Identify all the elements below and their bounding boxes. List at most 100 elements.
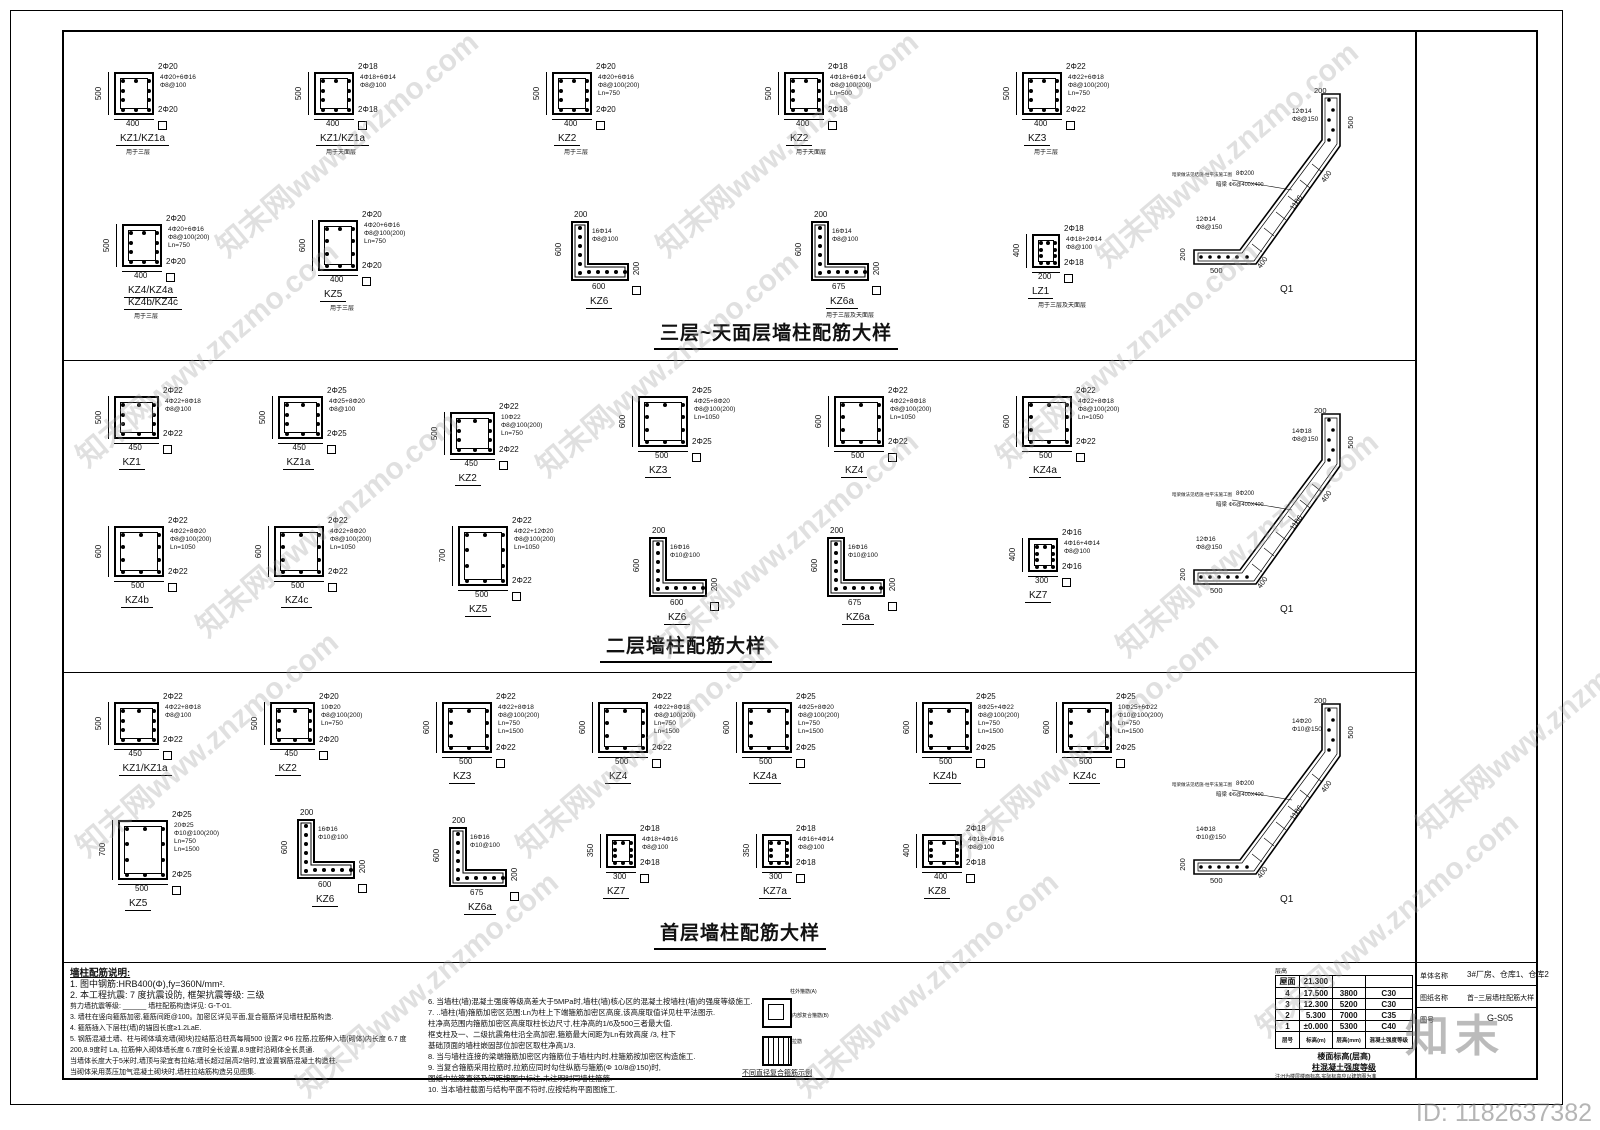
column-stirrup — [324, 226, 352, 265]
column-stirrup — [456, 418, 489, 449]
rebar-spec-line: 10Φ20 — [321, 704, 341, 711]
sample-inner-stirrup — [768, 1004, 784, 1020]
section-mark-icon — [796, 874, 805, 883]
rebar-spec-line: 16Φ14 — [592, 228, 612, 235]
level-col-label: 混凝土强度等级 — [1364, 1031, 1414, 1049]
rebar-dot — [351, 251, 355, 256]
rebar-dot — [488, 419, 492, 423]
rebar-dot — [1208, 575, 1212, 579]
watermark-id: ID: 1182637382 — [1415, 1099, 1592, 1127]
note-line: 9. 当复合箍筋采用拉筋时,拉筋应同时勾住纵筋与箍筋(Φ 10/8@150)时, — [428, 1063, 661, 1072]
rebar-spec-line: Φ8@100(200) — [654, 712, 696, 719]
rebar-dot — [1226, 255, 1230, 259]
top-rebar-label: 2Φ16 — [1062, 528, 1082, 537]
note-line: 8. 当与墙柱连接的梁端箍筋加密区内箍筋位于墙柱内时,柱箍筋按加密区构造施工. — [428, 1052, 696, 1061]
rebar-dot — [139, 570, 143, 574]
height-dimension-line — [108, 702, 109, 745]
rebar-dot — [791, 108, 795, 112]
rebar-spec-line: Φ8@100(200) — [498, 712, 540, 719]
rebar-spec-line: 4Φ16+4Φ14 — [1064, 540, 1100, 547]
level-table-footer-2: 柱混凝土强度等级 — [1312, 1063, 1376, 1072]
section-title-ground: 首层墙柱配筋大样 — [653, 918, 827, 950]
rebar-dot — [488, 438, 492, 443]
wall-spec-line: 12Φ14 — [1292, 108, 1312, 115]
rebar-dot — [317, 545, 321, 550]
flange-dimension: 200 — [632, 261, 642, 276]
l-column-stirrup — [300, 822, 352, 876]
width-dimension-line — [122, 271, 162, 272]
rebar-dot — [299, 570, 303, 574]
rebar-dot — [331, 868, 335, 872]
rebar-dot — [338, 264, 342, 268]
height-dimension: 500 — [94, 86, 104, 100]
tie-line — [1311, 483, 1323, 493]
height-dimension-line — [1026, 234, 1027, 268]
bottom-rebar-label: 2Φ25 — [172, 870, 192, 879]
tie-line — [1275, 211, 1287, 221]
rebar-dot — [465, 876, 469, 880]
hidden-beam-note: 暗梁做法见结施-柱平法施工图 — [1172, 782, 1232, 787]
column-stirrup — [276, 708, 309, 739]
rebar-dot — [1087, 709, 1091, 713]
rebar-spec-line: 4Φ18+4Φ16 — [642, 836, 678, 843]
rebar-dot — [1327, 458, 1331, 462]
tie-line — [1263, 547, 1275, 557]
column-section — [1028, 538, 1058, 572]
height-dimension-line — [108, 526, 109, 577]
level-cell: 17.500 — [1298, 987, 1333, 999]
rebar-dot — [456, 832, 460, 836]
rebar-spec-line: Ln=1500 — [498, 728, 524, 735]
rebar-spec-line: Φ8@100(200) — [694, 406, 736, 413]
rebar-dot — [334, 79, 338, 83]
column-label: KZ1 — [118, 457, 146, 470]
rebar-dot — [1208, 255, 1212, 259]
rebar-spec-line: Ln=750 — [168, 242, 190, 249]
top-rebar-label: 2Φ20 — [158, 62, 178, 71]
level-cell: 7000 — [1331, 1009, 1366, 1021]
rebar-dot — [749, 709, 753, 713]
rebar-dot — [947, 746, 951, 750]
l-column-shape — [297, 819, 355, 879]
rebar-dot — [817, 88, 821, 93]
width-dimension-line — [606, 872, 636, 873]
rebar-spec-line: Ln=1500 — [1118, 728, 1144, 735]
top-rebar-label: 2Φ25 — [1116, 692, 1136, 701]
column-label: KZ5 — [319, 289, 347, 302]
level-cell: 21.300 — [1298, 975, 1333, 988]
height-dimension-line — [452, 526, 453, 586]
height-dimension: 600 — [618, 414, 628, 428]
rebar-dot — [465, 579, 469, 583]
rebar-dot — [681, 403, 685, 407]
rebar-dot — [836, 270, 840, 274]
top-rebar-label: 2Φ22 — [499, 402, 519, 411]
sample-outer-stirrup — [762, 998, 792, 1028]
rebar-dot — [316, 403, 320, 407]
rebar-dot — [121, 718, 125, 723]
rebar-dot — [1327, 118, 1331, 122]
rebar-spec-line: Φ8@100(200) — [168, 234, 210, 241]
height-dimension: 500 — [430, 426, 440, 440]
leader-line — [1231, 499, 1293, 511]
width-dimension: 300 — [1035, 576, 1049, 585]
rebar-dot — [605, 270, 609, 274]
rebar-spec-line: Φ8@100 — [832, 236, 859, 243]
top-rebar-label: 2Φ22 — [328, 516, 348, 525]
wall-spec-line: Φ8@150 — [1196, 544, 1223, 551]
rebar-dot — [1029, 79, 1033, 83]
rebar-dot — [501, 579, 505, 583]
rebar-dot — [769, 861, 773, 865]
rebar-dot — [121, 432, 125, 436]
rebar-dot — [955, 854, 959, 859]
width-dimension-line — [742, 757, 792, 758]
column-section — [122, 224, 162, 267]
width-dimension: 500 — [131, 581, 145, 590]
level-cell: C30 — [1364, 987, 1414, 999]
